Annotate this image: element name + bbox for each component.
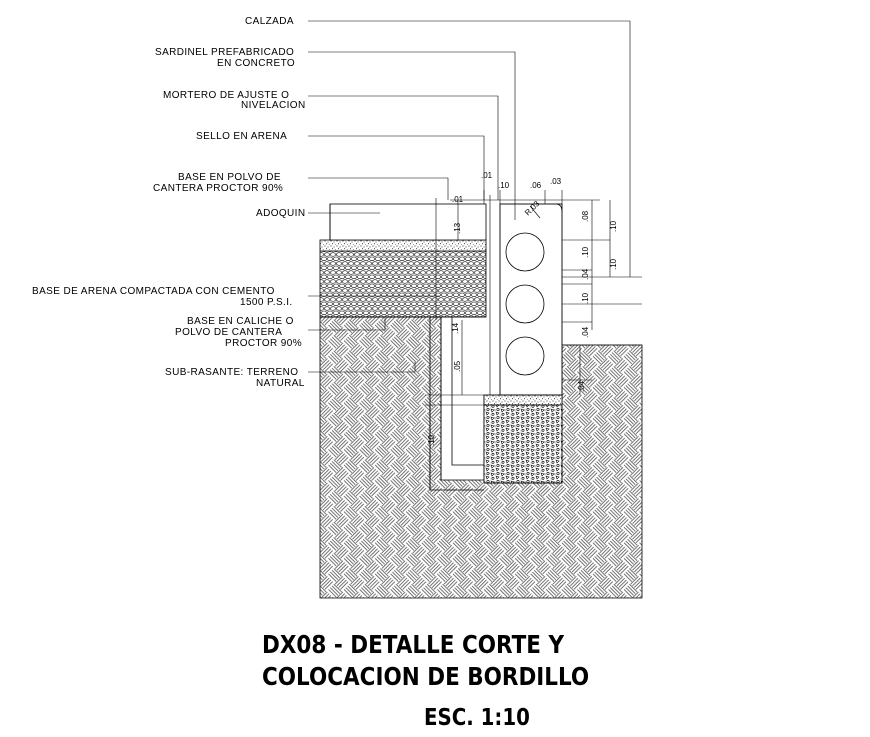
curb-element <box>489 195 563 396</box>
adoquin-paver <box>329 203 487 241</box>
label-sello: SELLO EN ARENA <box>196 131 287 142</box>
layer-subgrade <box>319 316 643 599</box>
dim-v04c: .04 <box>577 380 586 392</box>
dim-10-top: .10 <box>498 181 510 190</box>
dim-01: .01 <box>481 171 493 180</box>
label-base-polvo-2: CANTERA PROCTOR 90% <box>153 183 283 194</box>
label-mortero-2: NIVELACION <box>241 100 306 111</box>
dim-v10e: .10 <box>427 434 436 446</box>
label-sardinel-1: SARDINEL PREFABRICADO <box>155 47 294 58</box>
dim-v10d: .10 <box>581 292 590 304</box>
dim-v14: .14 <box>451 322 460 334</box>
level-lines <box>562 276 642 346</box>
label-mortero-1: MORTERO DE AJUSTE O <box>163 90 289 101</box>
dim-v10b: .10 <box>609 220 618 232</box>
layer-gravel-base <box>319 250 487 318</box>
label-base-arena-2: 1500 P.S.I. <box>240 297 293 308</box>
curb-void-2 <box>505 284 545 324</box>
label-sardinel-2: EN CONCRETO <box>217 58 295 69</box>
label-subrasante-2: NATURAL <box>256 378 305 389</box>
dim-v05: .05 <box>453 360 462 372</box>
dim-v04b: .04 <box>581 326 590 338</box>
label-caliche-2: POLVO DE CANTERA <box>175 327 282 338</box>
dim-v04a: .04 <box>581 268 590 280</box>
dim-06: .06 <box>530 181 542 190</box>
dim-01b: .01 <box>452 195 464 204</box>
label-caliche-1: BASE EN CALICHE O <box>187 316 294 327</box>
label-base-polvo-1: BASE EN POLVO DE <box>178 172 281 183</box>
dim-03: .03 <box>550 177 562 186</box>
drawing-scale: ESC. 1:10 <box>424 705 530 731</box>
drawing-title-line2: COLOCACION DE BORDILLO <box>262 662 590 691</box>
label-caliche-3: PROCTOR 90% <box>225 338 302 349</box>
dimension-lines <box>425 190 611 490</box>
concrete-footing <box>483 394 563 484</box>
label-adoquin: ADOQUIN <box>256 208 305 219</box>
drawing-title-line1: DX08 - DETALLE CORTE Y <box>262 630 565 659</box>
leader-lines <box>308 20 631 373</box>
label-subrasante-1: SUB-RASANTE: TERRENO <box>165 367 298 378</box>
dim-v10a: .10 <box>581 246 590 258</box>
curb-void-1 <box>505 232 545 272</box>
label-calzada: CALZADA <box>245 16 294 27</box>
dim-v10c: .10 <box>609 258 618 270</box>
dim-v13: .13 <box>453 222 462 234</box>
annotation-labels: CALZADA SARDINEL PREFABRICADO EN CONCRET… <box>32 16 306 389</box>
curb-void-3 <box>505 336 545 376</box>
dim-v08: .08 <box>581 210 590 222</box>
layer-sand-base <box>319 239 487 252</box>
label-base-arena-1: BASE DE ARENA COMPACTADA CON CEMENTO <box>32 286 275 297</box>
